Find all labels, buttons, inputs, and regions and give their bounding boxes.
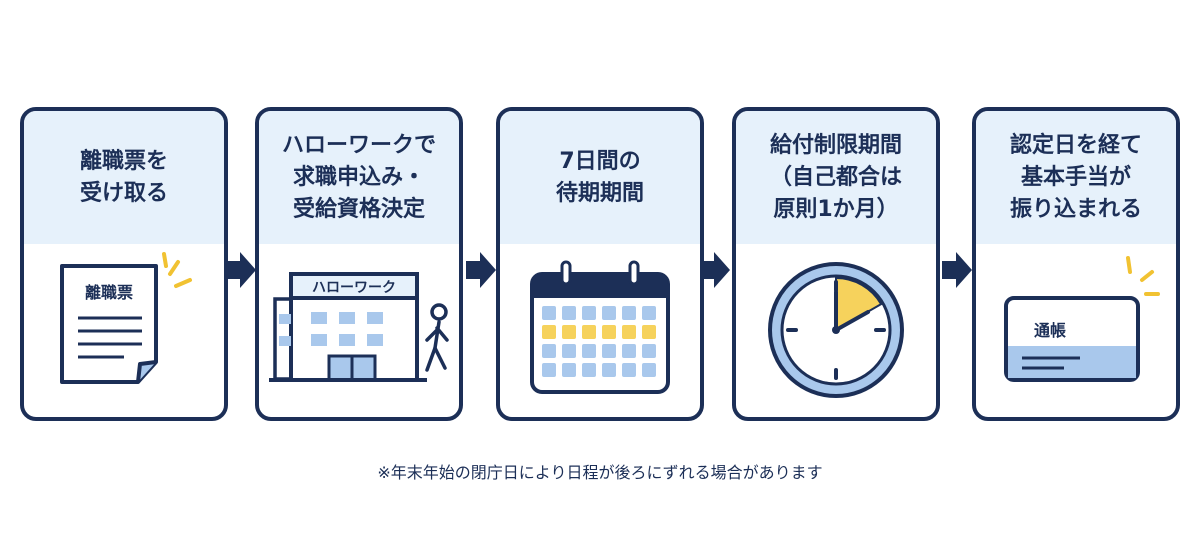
calendar-day-highlighted <box>542 325 556 339</box>
arrow-icon <box>698 250 732 290</box>
calendar-day-highlighted <box>602 325 616 339</box>
bankbook-label: 通帳 <box>1034 321 1066 340</box>
document-icon: 離職票 <box>60 252 192 384</box>
calendar-day <box>542 363 556 377</box>
calendar-day <box>582 344 596 358</box>
calendar-day <box>562 344 576 358</box>
step-card-header: 離職票を 受け取る <box>24 111 224 244</box>
clock-icon <box>768 262 904 398</box>
arrow-icon <box>224 250 258 290</box>
step-title-5: 認定日を経て 基本手当が 振り込まれる <box>1009 132 1142 222</box>
step-card-1: 離職票を 受け取る 離職票 <box>20 107 228 421</box>
calendar-day <box>562 363 576 377</box>
clock-shaded-wedge <box>835 276 883 332</box>
office-building-icon: ハローワーク <box>269 272 449 382</box>
calendar-day <box>542 306 556 320</box>
step-card-header: 認定日を経て 基本手当が 振り込まれる <box>976 111 1176 244</box>
footnote: ※年末年始の閉庁日により日程が後ろにずれる場合があります <box>377 463 823 482</box>
calendar-day-highlighted <box>562 325 576 339</box>
calendar-day-highlighted <box>642 325 656 339</box>
step-title-4: 給付制限期間 （自己都合は 原則1か月） <box>769 132 902 222</box>
calendar-day <box>602 344 616 358</box>
step-illustration-4 <box>736 244 936 417</box>
step-card-4: 給付制限期間 （自己都合は 原則1か月） <box>732 107 940 421</box>
step-card-3: 7日間の 待期期間 <box>496 107 704 421</box>
calendar-icon <box>530 260 670 394</box>
calendar-day <box>602 306 616 320</box>
sparkle-icon <box>162 252 192 288</box>
calendar-day <box>642 344 656 358</box>
step-title-1: 離職票を 受け取る <box>79 148 168 206</box>
calendar-day <box>622 306 636 320</box>
step-illustration-1: 離職票 <box>24 244 224 417</box>
calendar-day <box>622 344 636 358</box>
document-label: 離職票 <box>85 283 133 302</box>
calendar-day <box>642 306 656 320</box>
step-illustration-5: 通帳 <box>976 244 1176 417</box>
step-title-3: 7日間の 待期期間 <box>555 148 644 206</box>
calendar-day <box>562 306 576 320</box>
calendar-day <box>622 363 636 377</box>
walking-person-icon <box>425 303 449 372</box>
step-card-header: 7日間の 待期期間 <box>500 111 700 244</box>
step-illustration-3 <box>500 244 700 417</box>
calendar-day <box>542 344 556 358</box>
calendar-day <box>582 363 596 377</box>
calendar-day-highlighted <box>622 325 636 339</box>
bankbook-icon: 通帳 <box>1004 256 1160 382</box>
step-card-5: 認定日を経て 基本手当が 振り込まれる 通帳 <box>972 107 1180 421</box>
step-title-2: ハローワークで 求職申込み・ 受給資格決定 <box>281 132 436 222</box>
step-card-2: ハローワークで 求職申込み・ 受給資格決定 ハローワーク <box>255 107 463 421</box>
calendar-day <box>582 306 596 320</box>
step-card-header: 給付制限期間 （自己都合は 原則1か月） <box>736 111 936 244</box>
arrow-icon <box>464 250 498 290</box>
sparkle-icon <box>1126 256 1160 296</box>
step-illustration-2: ハローワーク <box>259 244 459 417</box>
step-card-header: ハローワークで 求職申込み・ 受給資格決定 <box>259 111 459 244</box>
arrow-icon <box>940 250 974 290</box>
calendar-day <box>642 363 656 377</box>
calendar-day <box>602 363 616 377</box>
building-sign-label: ハローワーク <box>312 280 396 296</box>
calendar-day-highlighted <box>582 325 596 339</box>
